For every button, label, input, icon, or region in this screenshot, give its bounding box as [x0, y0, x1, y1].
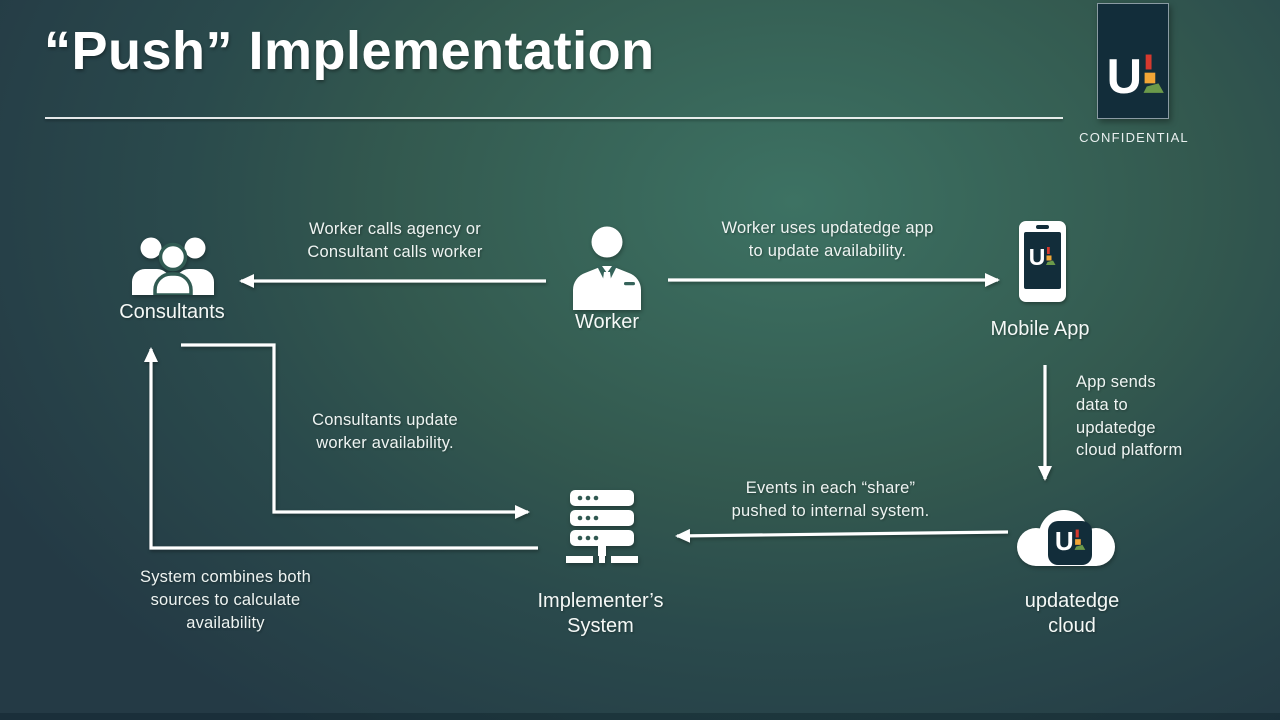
updatedge-cloud-label: updatedge cloud — [1024, 590, 1120, 638]
server-icon — [566, 490, 638, 563]
smartphone-icon — [1019, 221, 1066, 302]
updatedge-logo-icon — [1027, 245, 1057, 271]
updatedge-logo — [1097, 3, 1169, 119]
annotation-cloud-to-system: Events in each “share” pushed to interna… — [731, 479, 930, 520]
arrow-cloud-to-system — [675, 528, 1009, 543]
worker-label: Worker — [574, 311, 640, 333]
person-suit-icon — [573, 226, 641, 310]
title-divider — [45, 117, 1063, 119]
slide-title: “Push” Implementation — [44, 21, 655, 81]
implementers-system-label: Implementer’s System — [537, 590, 664, 638]
annotation-consultants-to-system: Consultants update worker availability. — [312, 411, 458, 452]
annotation-worker-to-mobile-app: Worker uses updatedge app to update avai… — [721, 219, 934, 260]
cloud-logo-icon — [1017, 510, 1115, 566]
annotation-system-to-consultants: System combines both sources to calculat… — [140, 568, 311, 632]
confidential-label: CONFIDENTIAL — [1079, 130, 1189, 145]
annotation-worker-to-consultants: Worker calls agency or Consultant calls … — [307, 220, 483, 261]
phone-speaker — [1036, 225, 1049, 229]
people-group-icon — [132, 237, 214, 295]
annotation-mobile-app-to-cloud: App sends data to updatedge cloud platfo… — [1076, 373, 1183, 460]
phone-screen — [1024, 232, 1061, 289]
mobile-app-label: Mobile App — [990, 318, 1090, 340]
bottom-edge-shadow — [0, 713, 1280, 720]
consultants-label: Consultants — [119, 301, 225, 323]
updatedge-logo-icon — [1103, 50, 1167, 106]
